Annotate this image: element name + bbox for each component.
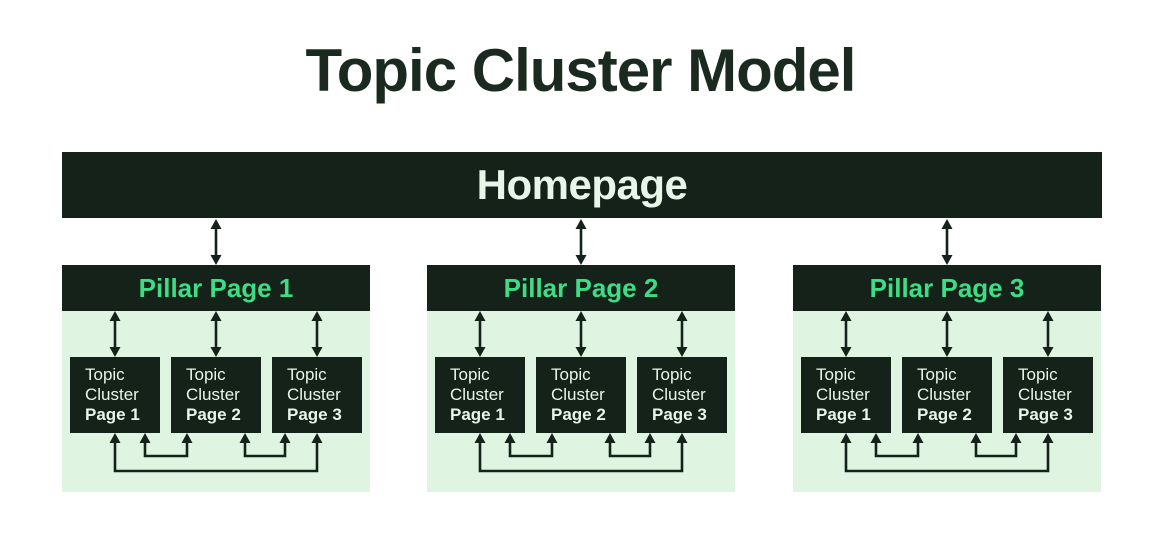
topic-cluster-line: Topic xyxy=(917,365,957,384)
topic-cluster-line: Topic xyxy=(186,365,226,384)
topic-cluster-line: Topic xyxy=(551,365,591,384)
topic-cluster-line: Topic xyxy=(287,365,327,384)
cluster-interlink-arrows-icon xyxy=(840,433,1054,473)
homepage-label: Homepage xyxy=(476,161,688,208)
cluster-interlink-arrows-icon xyxy=(474,433,688,473)
topic-cluster-page-label: Page 1 xyxy=(816,405,871,424)
pillar-cluster1-bidirectional-arrow-icon xyxy=(840,311,852,357)
homepage-bar: Homepage xyxy=(62,152,1102,218)
topic-cluster-box: Topic Cluster Page 2 xyxy=(902,357,992,433)
topic-cluster-page-label: Page 2 xyxy=(917,405,972,424)
topic-cluster-box: Topic Cluster Page 3 xyxy=(272,357,362,433)
topic-cluster-line: Cluster xyxy=(917,385,971,404)
pillar-group-2-cluster-area: Topic Cluster Page 1 Topic Cluster Page … xyxy=(427,311,735,492)
pillar-group-2: Pillar Page 2 Topic Cluster Page 1 Topic… xyxy=(427,265,735,492)
topic-cluster-box: Topic Cluster Page 1 xyxy=(70,357,160,433)
topic-cluster-page-label: Page 3 xyxy=(1018,405,1073,424)
pillar-cluster3-bidirectional-arrow-icon xyxy=(676,311,688,357)
pillar-cluster3-bidirectional-arrow-icon xyxy=(311,311,323,357)
topic-cluster-line: Cluster xyxy=(287,385,341,404)
pillar-cluster1-bidirectional-arrow-icon xyxy=(474,311,486,357)
pillar-cluster3-bidirectional-arrow-icon xyxy=(1042,311,1054,357)
pillar-page-2-label: Pillar Page 2 xyxy=(503,272,659,303)
pillar-group-3: Pillar Page 3 Topic Cluster Page 1 Topic… xyxy=(793,265,1101,492)
topic-cluster-box: Topic Cluster Page 1 xyxy=(801,357,891,433)
topic-cluster-line: Topic xyxy=(450,365,490,384)
topic-cluster-page-label: Page 3 xyxy=(287,405,342,424)
pillar-group-1-cluster-area: Topic Cluster Page 1 Topic Cluster Page … xyxy=(62,311,370,492)
topic-cluster-line: Topic xyxy=(816,365,856,384)
pillar-cluster2-bidirectional-arrow-icon xyxy=(941,311,953,357)
homepage-pillar3-bidirectional-arrow-icon xyxy=(941,219,953,265)
pillar-page-3-label: Pillar Page 3 xyxy=(869,272,1025,303)
topic-cluster-page-label: Page 2 xyxy=(186,405,241,424)
topic-cluster-line: Cluster xyxy=(652,385,706,404)
topic-cluster-line: Cluster xyxy=(1018,385,1072,404)
topic-cluster-box: Topic Cluster Page 2 xyxy=(171,357,261,433)
diagram-title: Topic Cluster Model xyxy=(305,37,857,104)
topic-cluster-line: Topic xyxy=(652,365,692,384)
topic-cluster-line: Cluster xyxy=(186,385,240,404)
topic-cluster-box: Topic Cluster Page 1 xyxy=(435,357,525,433)
topic-cluster-box: Topic Cluster Page 2 xyxy=(536,357,626,433)
pillar-page-2-bar: Pillar Page 2 xyxy=(427,265,735,311)
topic-cluster-line: Cluster xyxy=(85,385,139,404)
cluster-interlink-arrows-icon xyxy=(109,433,323,473)
pillar-cluster2-bidirectional-arrow-icon xyxy=(210,311,222,357)
homepage-pillar2-bidirectional-arrow-icon xyxy=(575,219,587,265)
pillar-group-3-cluster-area: Topic Cluster Page 1 Topic Cluster Page … xyxy=(793,311,1101,492)
pillar-cluster2-bidirectional-arrow-icon xyxy=(575,311,587,357)
pillar-page-3-bar: Pillar Page 3 xyxy=(793,265,1101,311)
topic-cluster-box: Topic Cluster Page 3 xyxy=(637,357,727,433)
topic-cluster-page-label: Page 2 xyxy=(551,405,606,424)
topic-cluster-page-label: Page 1 xyxy=(450,405,505,424)
topic-cluster-page-label: Page 3 xyxy=(652,405,707,424)
topic-cluster-line: Cluster xyxy=(551,385,605,404)
topic-cluster-box: Topic Cluster Page 3 xyxy=(1003,357,1093,433)
topic-cluster-line: Topic xyxy=(85,365,125,384)
pillar-page-1-label: Pillar Page 1 xyxy=(138,272,294,303)
homepage-pillar1-bidirectional-arrow-icon xyxy=(210,219,222,265)
topic-cluster-page-label: Page 1 xyxy=(85,405,140,424)
topic-cluster-line: Cluster xyxy=(816,385,870,404)
pillar-group-1: Pillar Page 1 Topic Cluster Page 1 Topic… xyxy=(62,265,370,492)
topic-cluster-line: Cluster xyxy=(450,385,504,404)
pillar-page-1-bar: Pillar Page 1 xyxy=(62,265,370,311)
topic-cluster-line: Topic xyxy=(1018,365,1058,384)
pillar-cluster1-bidirectional-arrow-icon xyxy=(109,311,121,357)
